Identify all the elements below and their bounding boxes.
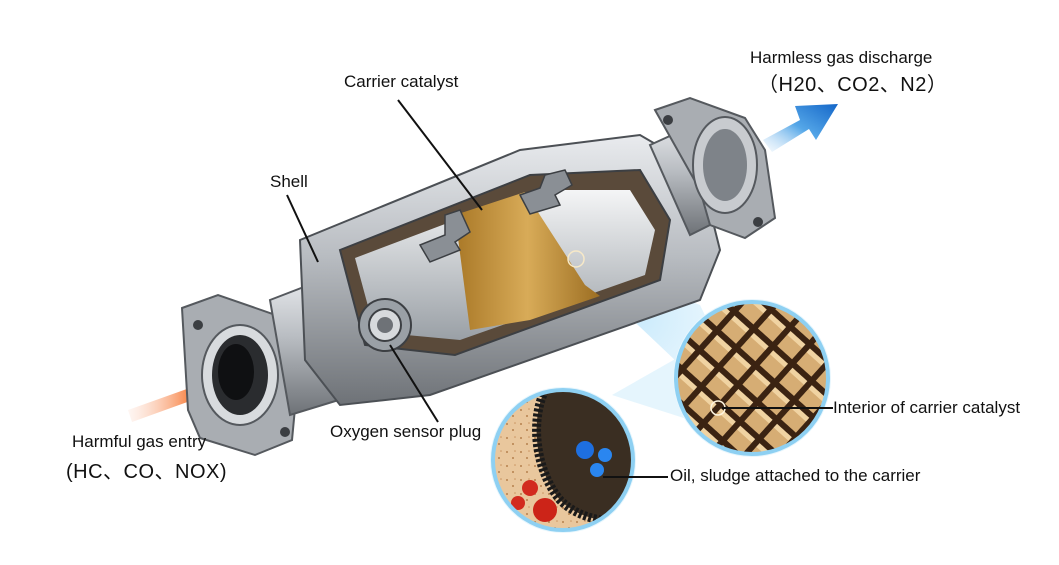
label-oxygen-sensor: Oxygen sensor plug xyxy=(330,422,482,441)
label-harmful-formula: (HC、CO、NOX) xyxy=(66,461,228,483)
label-shell: Shell xyxy=(270,172,308,191)
label-carrier-catalyst: Carrier catalyst xyxy=(344,72,459,91)
label-harmless-gas: Harmless gas discharge xyxy=(750,48,933,67)
outlet-flange xyxy=(653,96,777,240)
leader-lines xyxy=(286,99,833,478)
label-harmless-formula: （H20、CO2、N2） xyxy=(758,74,948,96)
zoom-marker-catalyst xyxy=(567,250,585,268)
inlet-flange xyxy=(180,293,302,457)
catalyst-band xyxy=(455,192,600,330)
label-harmful-gas: Harmful gas entry xyxy=(72,432,207,451)
oxygen-sensor-plug xyxy=(358,298,412,352)
label-oil-sludge: Oil, sludge attached to the carrier xyxy=(670,466,921,485)
honeycomb-zoom xyxy=(673,299,831,457)
label-interior-catalyst: Interior of carrier catalyst xyxy=(833,398,1021,417)
mounting-tabs xyxy=(418,169,573,263)
blue-arrow-icon xyxy=(763,104,838,152)
oil-sludge-zoom xyxy=(490,387,636,533)
